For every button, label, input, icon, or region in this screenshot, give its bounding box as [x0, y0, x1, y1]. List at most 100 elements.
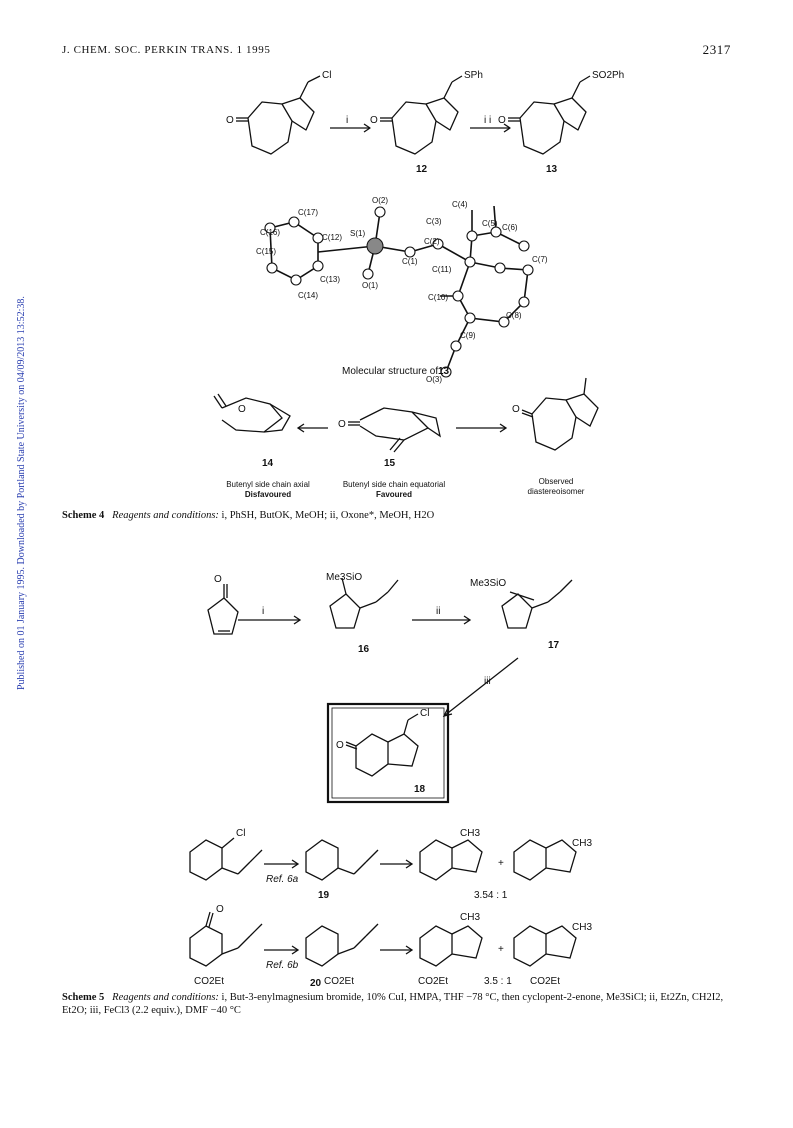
- atom-label: C(10): [428, 293, 448, 302]
- atom-label: C(4): [452, 200, 468, 209]
- reagent-ii-s5: ii: [436, 606, 440, 617]
- product-a1: [419, 839, 453, 881]
- bicyclic-ketone-cl: [236, 75, 321, 155]
- atom-label: C(5): [482, 219, 498, 228]
- silyl-ether-16: Me3SiO: [326, 572, 362, 583]
- label-14-line1: Butenyl side chain axial: [226, 480, 310, 489]
- bicyclic-ketone-sph: [380, 75, 463, 155]
- atom-label: C(3): [426, 217, 442, 226]
- keto-ester: [189, 925, 223, 967]
- oxo-label: O: [214, 574, 222, 585]
- oxo-label: O: [226, 115, 234, 126]
- label-14-line2: Disfavoured: [245, 490, 291, 499]
- scheme5-caption-body: i, But-3-enylmagnesium bromide, 10% CuI,…: [62, 992, 724, 1016]
- compound-16: 16: [358, 644, 370, 655]
- atom-label: O(3): [426, 375, 442, 384]
- methyl-label: CH3: [460, 912, 480, 923]
- product-a2: [513, 839, 547, 881]
- atom-label: C(8): [506, 311, 522, 320]
- atom-label: C(16): [260, 228, 280, 237]
- atom-label: C(14): [298, 291, 318, 300]
- atom-label: C(6): [502, 223, 518, 232]
- atom-label: O(2): [372, 196, 388, 205]
- reference-6a: Ref. 6a: [266, 874, 299, 885]
- reagent-i-s5: i: [262, 606, 264, 617]
- substituent-sph: SPh: [464, 70, 483, 81]
- journal-header: J. CHEM. SOC. PERKIN TRANS. 1 1995: [62, 44, 271, 56]
- ts-15: [348, 407, 441, 453]
- reagent-iii-s5: iii: [484, 676, 491, 687]
- plus-sign: +: [498, 944, 504, 955]
- compound-19: 19: [318, 890, 330, 901]
- oxo-label: O: [370, 115, 378, 126]
- ester-label: CO2Et: [194, 976, 224, 987]
- ester-label: CO2Et: [418, 976, 448, 987]
- atom-label: C(1): [402, 257, 418, 266]
- product-b2: [513, 925, 547, 967]
- substituent-cl-18: Cl: [420, 708, 429, 719]
- methyl-label: CH3: [572, 838, 592, 849]
- compound-18-box: [326, 702, 450, 804]
- compound-18-structure: [345, 713, 419, 777]
- scheme5-caption-conditions: Reagents and conditions:: [112, 992, 219, 1003]
- oxo-label: O: [498, 115, 506, 126]
- label-obs-line2: diastereoisomer: [528, 487, 585, 496]
- oxo-label: O: [216, 904, 224, 915]
- substituent-cl: Cl: [322, 70, 331, 81]
- compound-13: 13: [546, 164, 558, 175]
- compound-17: 17: [548, 640, 560, 651]
- compound-12: 12: [416, 164, 428, 175]
- radical-19: [305, 839, 339, 881]
- sulfur-atom: [366, 237, 384, 255]
- scheme4-caption-label: Scheme 4: [62, 510, 105, 521]
- atom-label: C(13): [320, 275, 340, 284]
- atom-label: C(7): [532, 255, 548, 264]
- oxo-label: O: [512, 404, 520, 415]
- ts-14: [213, 393, 291, 433]
- atom-label: S(1): [350, 229, 365, 238]
- radical-20: [305, 925, 339, 967]
- label-15-line1: Butenyl side chain equatorial: [343, 480, 446, 489]
- atom-label: C(15): [256, 247, 276, 256]
- compound-14: 14: [262, 458, 274, 469]
- label-obs-line1: Observed: [539, 477, 574, 486]
- reference-6b: Ref. 6b: [266, 960, 299, 971]
- reagent-ii-label: i i: [484, 115, 491, 126]
- atom-label: C(9): [460, 331, 476, 340]
- atom-label: C(12): [322, 233, 342, 242]
- compound-17-structure: [501, 579, 573, 629]
- compound-15: 15: [384, 458, 396, 469]
- methyl-label: CH3: [460, 828, 480, 839]
- oxo-label: O: [336, 740, 344, 751]
- oxo-label: O: [338, 419, 346, 430]
- bicyclic-ketone-so2ph: [508, 75, 591, 155]
- reagent-i-label: i: [346, 115, 348, 126]
- label-15-line2: Favoured: [376, 490, 412, 499]
- xray-structure: [269, 205, 529, 373]
- xray-caption-compound: 13: [438, 366, 450, 377]
- scheme4-caption-conditions: Reagents and conditions:: [112, 510, 219, 521]
- scheme4-caption-body: i, PhSH, ButOK, MeOH; ii, Oxone*, MeOH, …: [218, 510, 435, 521]
- scheme4-caption: Scheme 4 Reagents and conditions: i, PhS…: [62, 509, 722, 522]
- compound-16-structure: [329, 577, 399, 629]
- ester-label: CO2Et: [324, 976, 354, 987]
- ester-label: CO2Et: [530, 976, 560, 987]
- ratio-a: 3.54 : 1: [474, 890, 508, 901]
- scheme5-caption-label: Scheme 5: [62, 992, 105, 1003]
- methyl-label: CH3: [572, 922, 592, 933]
- substituent-so2ph: SO2Ph: [592, 70, 624, 81]
- product-b1: [419, 925, 453, 967]
- page-number: 2317: [702, 42, 731, 57]
- xray-caption: Molecular structure of: [342, 366, 438, 377]
- cyclopentenone: [207, 584, 239, 635]
- atom-label: C(17): [298, 208, 318, 217]
- atom-label: O(1): [362, 281, 378, 290]
- scheme5-caption: Scheme 5 Reagents and conditions: i, But…: [62, 991, 730, 1017]
- observed-product: [521, 377, 599, 451]
- silyl-ether-17: Me3SiO: [470, 578, 506, 589]
- plus-sign: +: [498, 858, 504, 869]
- compound-20: 20: [310, 978, 322, 989]
- ratio-b: 3.5 : 1: [484, 976, 512, 987]
- chlorocyclohexane: [189, 839, 223, 881]
